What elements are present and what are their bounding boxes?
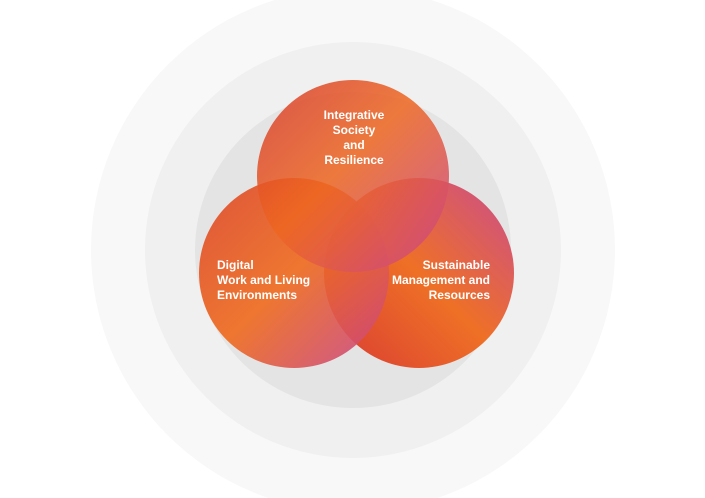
label-line: and	[343, 138, 365, 152]
label-line: Digital	[217, 258, 254, 272]
label-line: Sustainable	[422, 258, 490, 272]
label-line: Management and	[391, 273, 490, 287]
circle-top	[257, 80, 449, 272]
label-line: Resilience	[324, 153, 384, 167]
label-line: Resources	[428, 288, 490, 302]
label-line: Environments	[217, 288, 298, 302]
label-line: Work and Living	[217, 273, 311, 287]
label-digital-work: Digital Work and Living Environments	[217, 258, 310, 303]
label-line: Society	[332, 123, 376, 137]
label-sustainable-management: Sustainable Management and Resources	[392, 258, 490, 303]
label-integrative-society: Integrative Society and Resilience	[279, 108, 429, 168]
label-line: Integrative	[323, 108, 385, 122]
